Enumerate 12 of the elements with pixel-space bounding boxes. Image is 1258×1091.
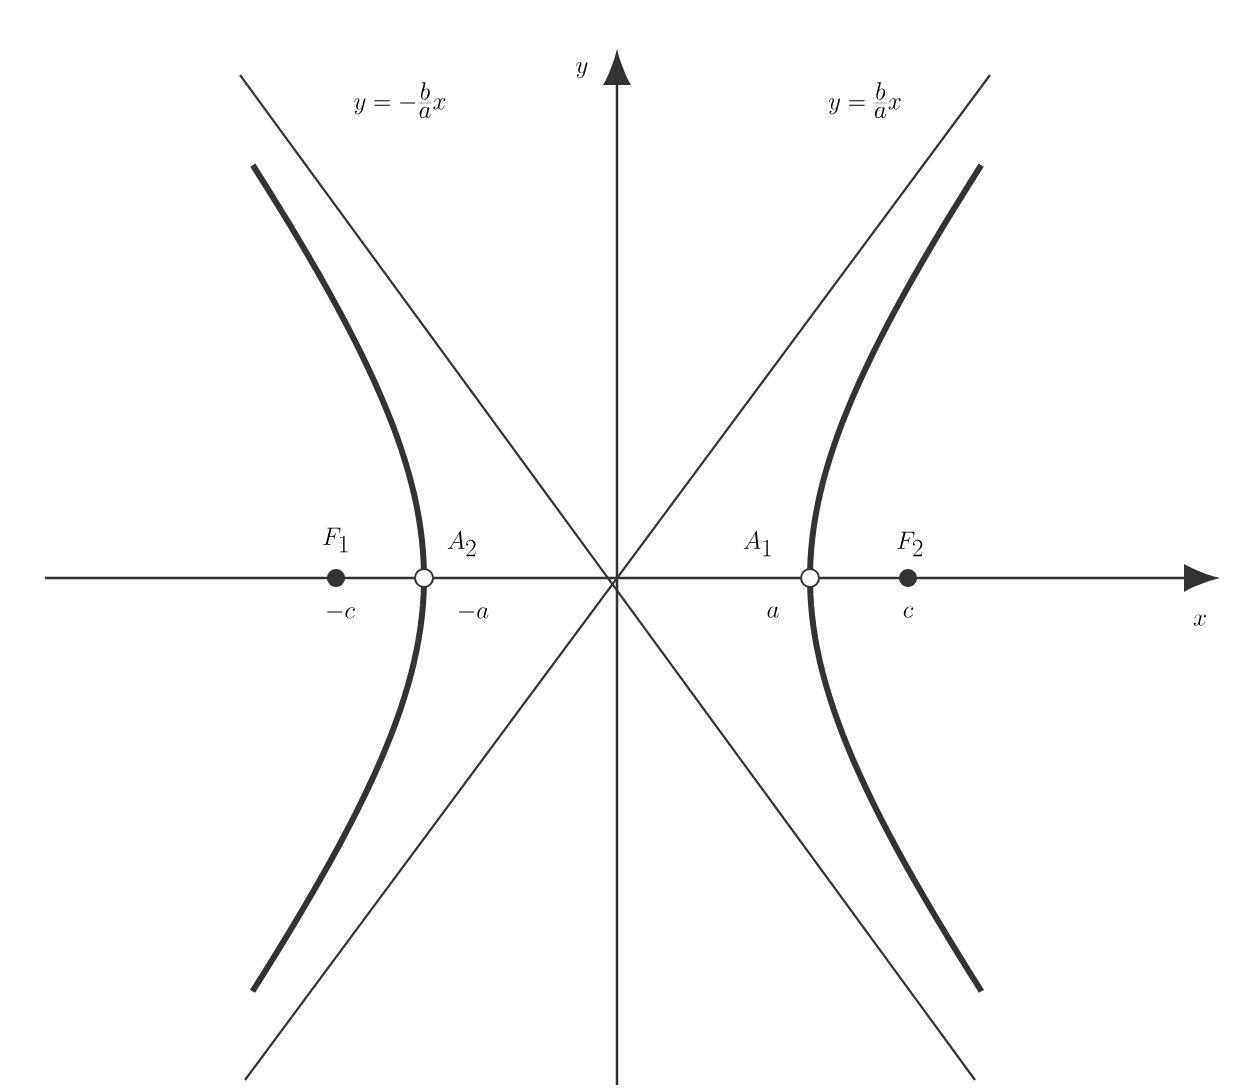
tick-label: $-a$	[459, 607, 489, 619]
asymptote-equation: $y=-\frac{b}{a}x$	[354, 82, 446, 119]
asymptote-equation: $y=\frac{b}{a}x$	[828, 82, 901, 119]
point-label: $F_2$	[897, 531, 923, 557]
tick-label: $a$	[767, 606, 779, 618]
point-label: $F_1$	[323, 527, 348, 553]
tick-label: $c$	[903, 606, 914, 618]
point-label: $A_2$	[447, 531, 476, 557]
point-label: $A_1$	[743, 531, 771, 557]
axis-label: $x$	[1193, 614, 1206, 626]
axis-label: $y$	[576, 61, 588, 78]
tick-label: $-c$	[327, 607, 355, 619]
